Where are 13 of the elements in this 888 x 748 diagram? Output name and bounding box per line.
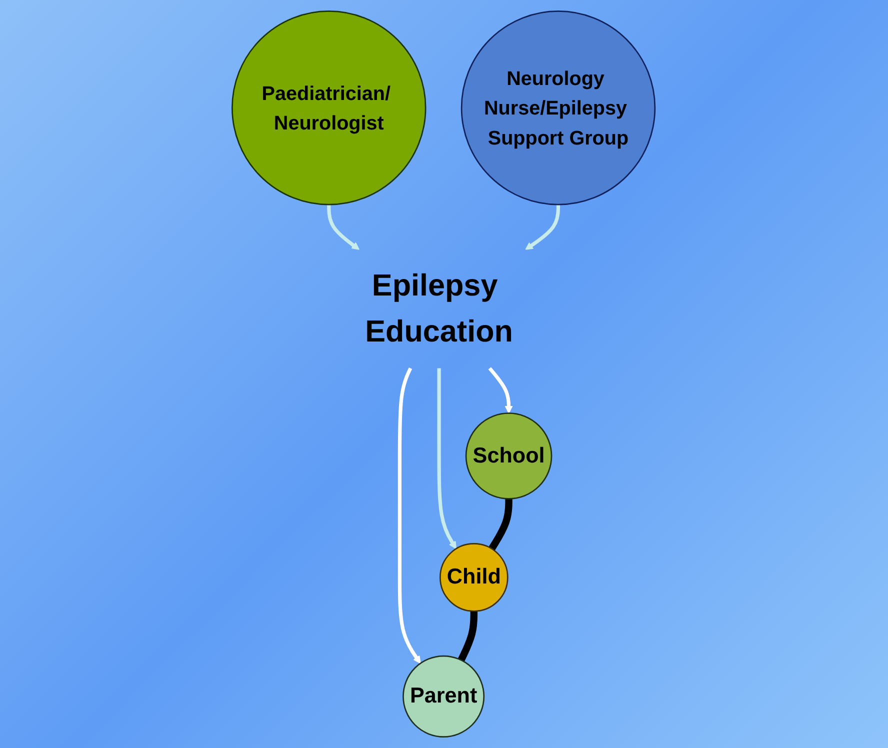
arrow	[398, 368, 422, 664]
node-circle: Neurology Nurse/Epilepsy Support Group	[461, 10, 656, 206]
node-text: Epilepsy Education	[366, 268, 514, 348]
connector	[458, 611, 478, 662]
arrow	[526, 204, 560, 250]
node-circle: School	[466, 412, 553, 500]
node-circle: Paediatrician/ Neurologist	[232, 10, 427, 206]
arrow	[488, 367, 514, 414]
arrow	[438, 368, 457, 550]
node-circle: Child	[440, 543, 509, 612]
arrow	[328, 204, 360, 250]
connector	[489, 498, 513, 551]
node-circle: Parent	[402, 655, 486, 738]
